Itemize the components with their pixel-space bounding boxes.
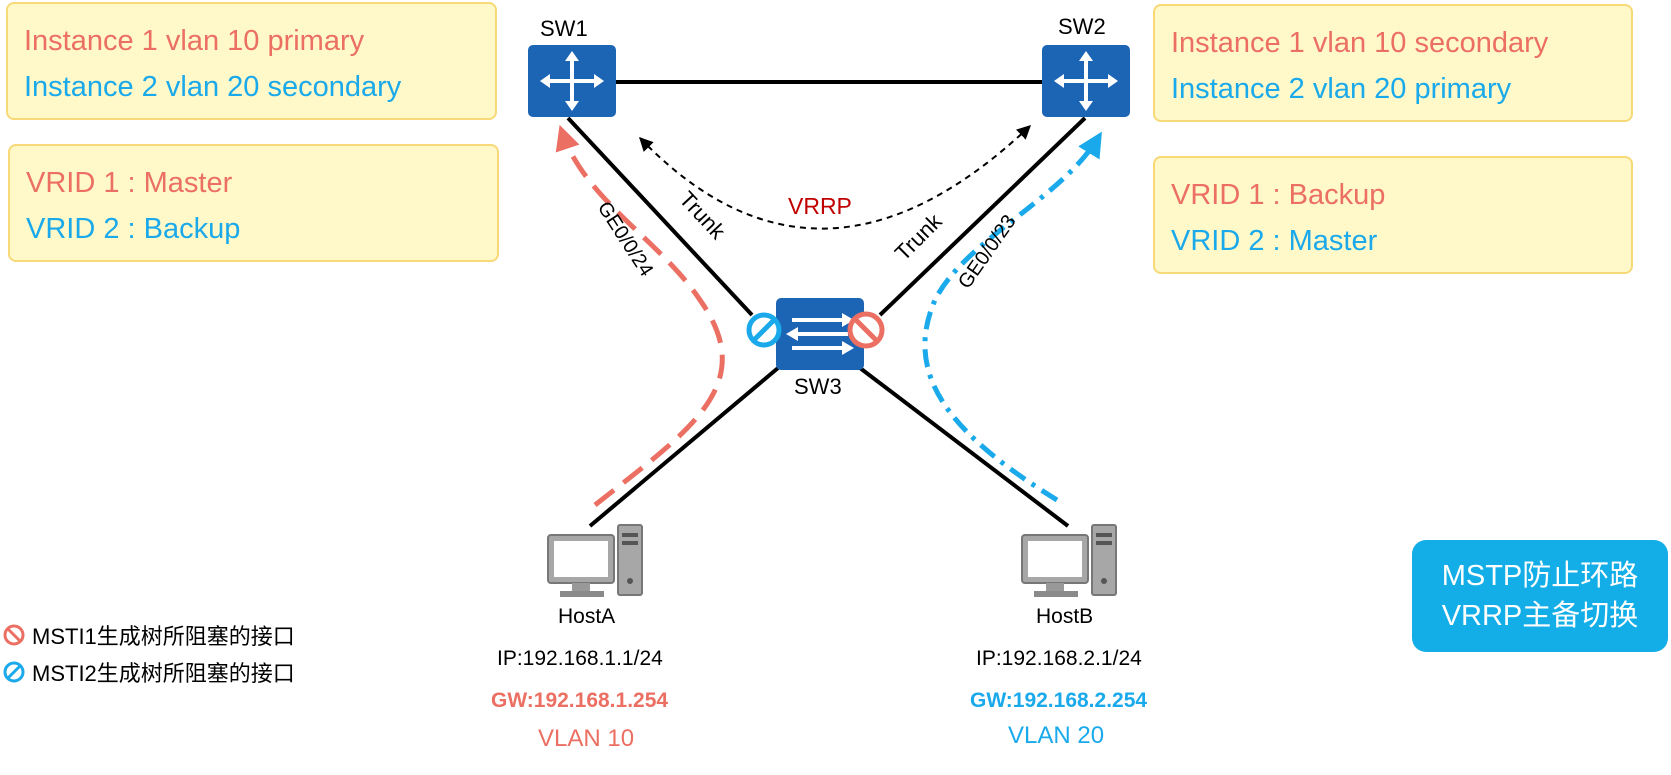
sw3-switch-icon bbox=[776, 298, 864, 370]
legend-msti2: MSTI2生成树所阻塞的接口 bbox=[2, 656, 295, 688]
summary-callout: MSTP防止环路 VRRP主备切换 bbox=[1412, 540, 1668, 652]
link-sw3-hostb bbox=[858, 366, 1070, 528]
msti1-blocked-icon bbox=[847, 311, 885, 349]
msti2-blocked-icon bbox=[746, 312, 782, 348]
trunk-left-label: Trunk bbox=[674, 186, 731, 244]
sw2-vrid-1: VRID 1 : Backup bbox=[1171, 179, 1386, 211]
vrrp-label: VRRP bbox=[788, 193, 852, 219]
hostb-pc-icon bbox=[1021, 524, 1117, 597]
sw1-router-icon bbox=[528, 45, 616, 117]
sw1-vrid-1: VRID 1 : Master bbox=[26, 167, 233, 199]
hostb-label: HostB bbox=[1036, 605, 1094, 628]
link-sw2-sw3 bbox=[878, 116, 1087, 317]
hostb-vlan: VLAN 20 bbox=[1008, 722, 1105, 749]
sw2-vrid-2: VRID 2 : Master bbox=[1171, 225, 1378, 257]
sw2-router-icon bbox=[1042, 45, 1130, 117]
path-vlan10 bbox=[555, 124, 725, 507]
callout-line-2: VRRP主备切换 bbox=[1441, 600, 1639, 632]
sw1-vrid-box: VRID 1 : Master VRID 2 : Backup bbox=[8, 144, 499, 262]
hosta-vlan: VLAN 10 bbox=[538, 725, 635, 752]
port-right-label: GE0/0/23 bbox=[954, 211, 1020, 293]
path-vlan20 bbox=[922, 131, 1102, 503]
msti1-legend-icon bbox=[3, 624, 25, 646]
sw2-label: SW2 bbox=[1058, 14, 1106, 39]
sw1-vrid-2: VRID 2 : Backup bbox=[26, 213, 241, 245]
sw1-instance-box: Instance 1 vlan 10 primary Instance 2 vl… bbox=[6, 2, 497, 120]
hostb-ip: IP:192.168.2.1/24 bbox=[976, 647, 1142, 670]
link-sw3-hosta bbox=[588, 366, 780, 528]
sw1-label: SW1 bbox=[540, 16, 588, 41]
link-sw1-sw3 bbox=[566, 116, 754, 317]
sw2-vrid-box: VRID 1 : Backup VRID 2 : Master bbox=[1153, 156, 1633, 274]
sw1-instance-2: Instance 2 vlan 20 secondary bbox=[24, 71, 402, 103]
legend-msti2-label: MSTI2生成树所阻塞的接口 bbox=[32, 661, 295, 686]
sw2-instance-box: Instance 1 vlan 10 secondary Instance 2 … bbox=[1153, 4, 1633, 122]
sw3-label: SW3 bbox=[794, 374, 842, 399]
hostb-gateway: GW:192.168.2.254 bbox=[970, 689, 1148, 712]
sw1-instance-1: Instance 1 vlan 10 primary bbox=[24, 25, 365, 57]
legend-msti1: MSTI1生成树所阻塞的接口 bbox=[2, 619, 295, 651]
hosta-pc-icon bbox=[547, 524, 643, 597]
hosta-label: HostA bbox=[558, 605, 616, 628]
sw2-instance-1: Instance 1 vlan 10 secondary bbox=[1171, 27, 1549, 59]
legend-msti1-label: MSTI1生成树所阻塞的接口 bbox=[32, 624, 295, 649]
sw2-instance-2: Instance 2 vlan 20 primary bbox=[1171, 73, 1512, 105]
msti2-legend-icon bbox=[3, 661, 25, 683]
hosta-gateway: GW:192.168.1.254 bbox=[491, 689, 669, 712]
hosta-ip: IP:192.168.1.1/24 bbox=[497, 647, 663, 670]
vrrp-arc bbox=[639, 125, 1032, 230]
callout-line-1: MSTP防止环路 bbox=[1441, 560, 1639, 592]
